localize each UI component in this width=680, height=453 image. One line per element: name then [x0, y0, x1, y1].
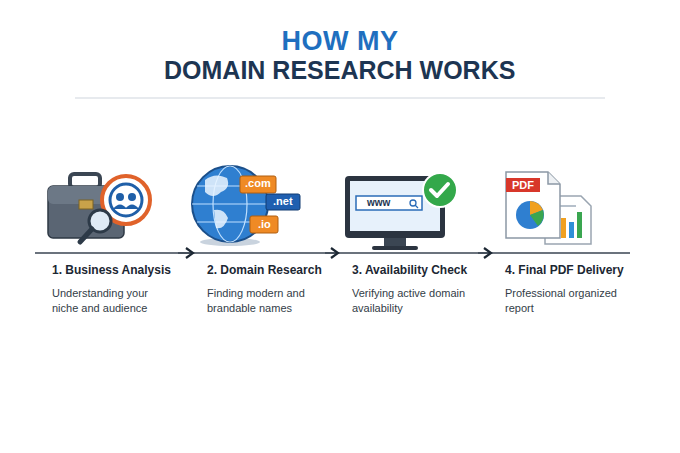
title-rule [75, 97, 605, 99]
step-node: 4. Final PDF DeliveryProfessional organi… [491, 245, 630, 320]
tld-tag: .io [258, 218, 271, 230]
tag-shape [240, 176, 276, 193]
check-icon [423, 173, 457, 207]
title: HOW MY [0, 26, 680, 57]
step-heading: 4. Final PDF Delivery [505, 263, 624, 277]
url-text: www [367, 197, 390, 208]
flow-arrow [178, 248, 193, 258]
step-node: 1. Business AnalysisUnderstanding your n… [38, 245, 178, 320]
title-line: DOMAIN RESEARCH WORKS [164, 56, 515, 85]
step-heading: 3. Availability Check [352, 263, 472, 277]
step-description: Understanding your niche and audience [52, 286, 170, 316]
tld-tag: .com [245, 177, 271, 189]
tld-tag: .net [273, 195, 293, 207]
step-node: 3. Availability CheckVerifying active do… [338, 245, 478, 320]
step-heading: 2. Domain Research [207, 263, 319, 277]
report-icon [506, 172, 591, 244]
step-description: Verifying active domain availability [352, 286, 470, 316]
flow-arrow [325, 248, 338, 258]
flow-arrow [478, 248, 491, 258]
step-description: Professional organized report [505, 286, 623, 316]
tag-shape [266, 194, 300, 210]
step-description: Finding modern and brandable names [207, 286, 319, 316]
timeline [35, 252, 630, 254]
step-node: 2. Domain ResearchFinding modern and bra… [193, 245, 325, 320]
magnifier-icon [80, 210, 111, 242]
pdf-badge: PDF [512, 179, 534, 191]
step-heading: 1. Business Analysis [52, 263, 172, 277]
tag-shape [250, 216, 278, 233]
